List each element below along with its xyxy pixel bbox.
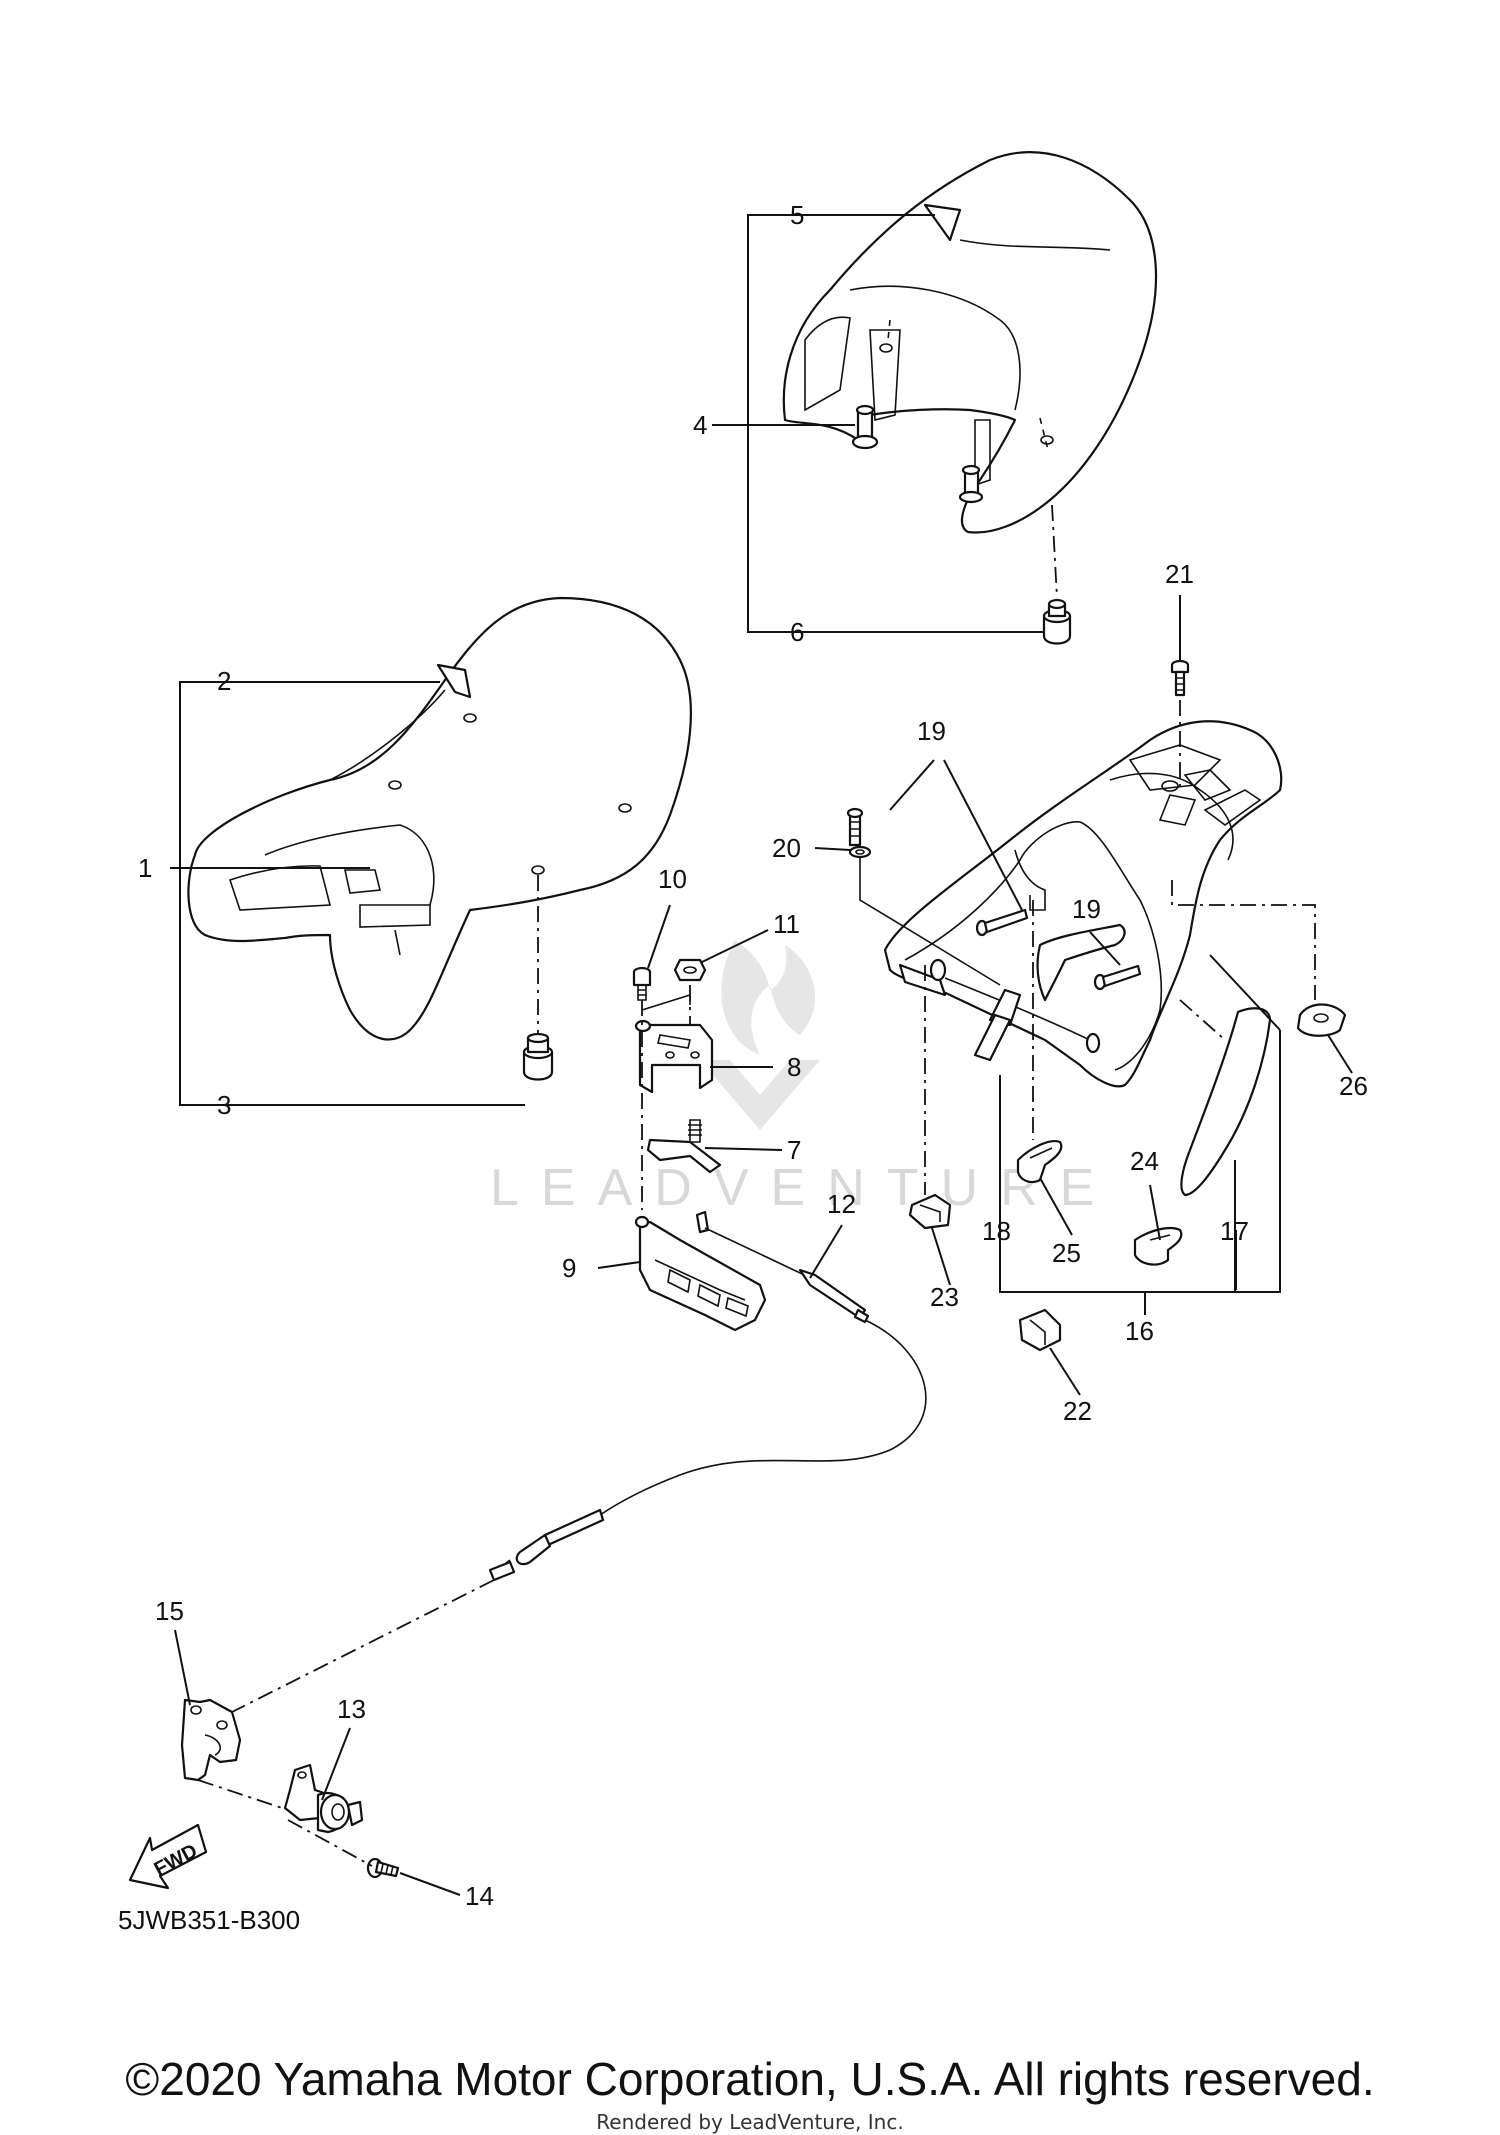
- part-13-lock-assembly[interactable]: [283, 1763, 364, 1834]
- callout-25: 25: [1052, 1238, 1081, 1268]
- part-25-clip[interactable]: [1016, 1140, 1063, 1184]
- part-14-screw[interactable]: [366, 1857, 400, 1879]
- watermark-text: LEADVENTURE: [490, 1159, 1116, 1217]
- callout-19b: 19: [1072, 894, 1101, 924]
- callout-3: 3: [217, 1090, 231, 1120]
- callout-21: 21: [1165, 559, 1194, 589]
- callout-19a: 19: [917, 716, 946, 746]
- copyright-text: ©2020 Yamaha Motor Corporation, U.S.A. A…: [125, 2053, 1375, 2105]
- connector-bracket-guide: [641, 993, 691, 1011]
- callout-5: 5: [790, 200, 804, 230]
- callout-2: 2: [217, 666, 231, 696]
- callout-1: 1: [138, 853, 152, 883]
- callout-15: 15: [155, 1596, 184, 1626]
- part-19-bolt-b[interactable]: [1093, 964, 1142, 991]
- fwd-arrow-icon: FWD: [128, 1823, 208, 1890]
- callout-12: 12: [827, 1189, 856, 1219]
- callout-17: 17: [1220, 1216, 1249, 1246]
- callout-26: 26: [1339, 1071, 1368, 1101]
- callout-16: 16: [1125, 1316, 1154, 1346]
- part-6-damper[interactable]: [1042, 598, 1072, 645]
- diagram-code: 5JWB351-B300: [118, 1905, 301, 1935]
- callout-7: 7: [787, 1135, 801, 1165]
- part-23-clip[interactable]: [908, 1193, 952, 1230]
- callout-labels: 1 2 3 4 5 6 7 8 9 10 11 12 13 14 15 16 1…: [138, 200, 1368, 1911]
- callout-22: 22: [1063, 1396, 1092, 1426]
- callout-24: 24: [1130, 1146, 1159, 1176]
- part-4-rear-seat[interactable]: [782, 151, 1158, 534]
- leader-lines: [170, 214, 1353, 1896]
- part-20-bolt[interactable]: [846, 807, 872, 859]
- callout-8: 8: [787, 1052, 801, 1082]
- part-12-cable[interactable]: [231, 1210, 927, 1713]
- part-7-hook[interactable]: [646, 1119, 722, 1174]
- part-10-bolt[interactable]: [632, 966, 652, 1001]
- rendered-by-text: Rendered by LeadVenture, Inc.: [596, 2110, 904, 2134]
- part-3-damper[interactable]: [522, 1032, 554, 1081]
- callout-11: 11: [773, 909, 800, 939]
- connector-bolt20: [859, 858, 1001, 986]
- part-26-grommet[interactable]: [1296, 1003, 1347, 1037]
- callout-13: 13: [337, 1694, 366, 1724]
- callout-6: 6: [790, 617, 804, 647]
- connector-rear-seat-to-damper: [1051, 504, 1058, 599]
- part-21-bolt[interactable]: [1170, 659, 1190, 697]
- connector-carrier-26: [1171, 880, 1316, 1000]
- callout-9: 9: [562, 1253, 576, 1283]
- callout-23: 23: [930, 1282, 959, 1312]
- part-11-nut[interactable]: [673, 958, 707, 982]
- callout-14: 14: [465, 1881, 494, 1911]
- part-1-main-seat[interactable]: [187, 596, 693, 1041]
- connector-carrier-cover: [1179, 999, 1226, 1041]
- part-18-cover[interactable]: [973, 1013, 1012, 1062]
- part-15-bracket[interactable]: [180, 1698, 289, 1811]
- callout-18: 18: [982, 1216, 1011, 1246]
- callout-4: 4: [693, 410, 707, 440]
- part-16-carrier-assembly[interactable]: [883, 720, 1283, 1197]
- callout-10: 10: [658, 864, 687, 894]
- connector-lock-to-screw: [287, 1819, 373, 1867]
- callout-20: 20: [772, 833, 801, 863]
- watermark: LEADVENTURE: [490, 940, 1116, 1217]
- part-22-clip[interactable]: [1018, 1308, 1062, 1352]
- part-9-lock-base[interactable]: [634, 1215, 767, 1332]
- part-19-bolt-a[interactable]: [975, 908, 1029, 937]
- part-8-bracket[interactable]: [634, 1019, 714, 1094]
